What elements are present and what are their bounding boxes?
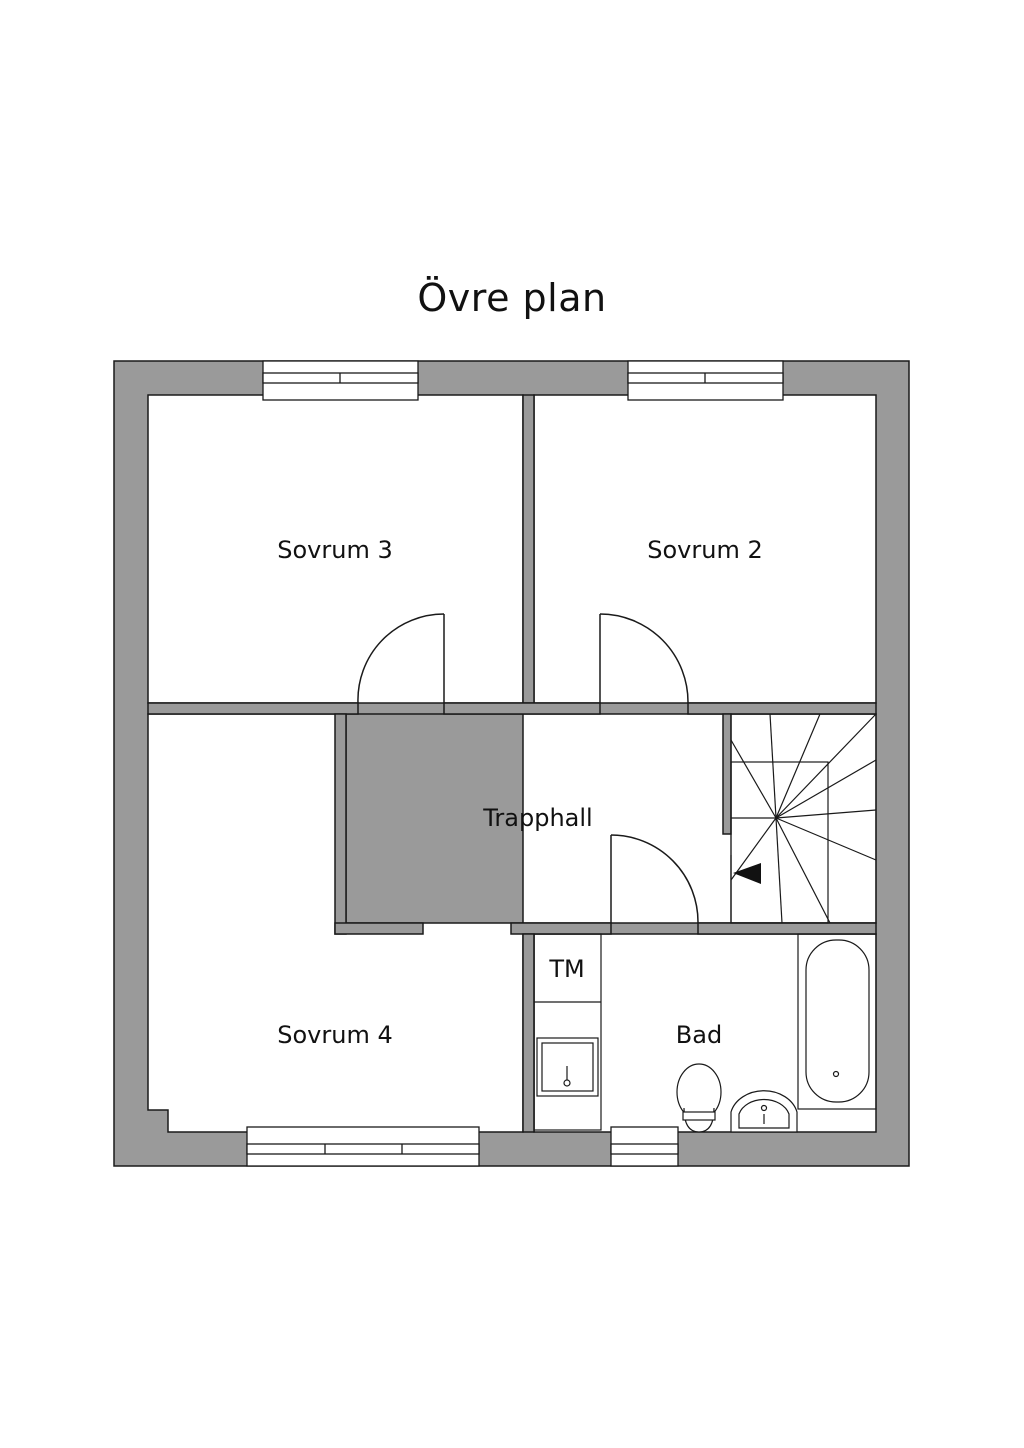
bathtub-icon	[797, 933, 877, 1110]
interior-walls	[147, 394, 877, 1133]
wall-hall-north-mid	[443, 702, 601, 715]
wall-bath-north-left	[510, 922, 612, 935]
washbasin-icon	[730, 1090, 798, 1133]
door-sovrum2	[599, 613, 689, 704]
wall-stair-side	[722, 713, 732, 835]
wall-sovrum3-sovrum2	[522, 394, 535, 704]
plan-title: Övre plan	[417, 276, 607, 320]
label-tm: TM	[548, 955, 584, 983]
wall-sovrum4-hall-bottom	[334, 922, 424, 935]
window-sovrum4	[246, 1126, 480, 1167]
label-sovrum2: Sovrum 2	[647, 536, 762, 564]
wall-sovrum4-hall	[334, 713, 347, 935]
outer-wall	[113, 360, 910, 1167]
stair-direction-arrow	[733, 863, 761, 884]
sink-icon	[536, 1037, 599, 1097]
label-sovrum4: Sovrum 4	[277, 1021, 392, 1049]
bad-fixtures	[676, 933, 877, 1133]
wall-hall-north-left	[147, 702, 359, 715]
door-bad	[610, 834, 699, 924]
label-trapphall: Trapphall	[482, 804, 592, 832]
wall-hall-north-right	[687, 702, 877, 715]
staircase	[730, 713, 877, 924]
doors	[357, 613, 699, 924]
toilet-icon	[676, 1063, 722, 1133]
door-sovrum3	[357, 613, 445, 704]
wall-bath-north-right	[697, 922, 877, 935]
wall-sovrum4-bath	[522, 933, 535, 1133]
label-sovrum3: Sovrum 3	[277, 536, 392, 564]
window-bad	[610, 1126, 679, 1167]
tm-area	[533, 933, 602, 1131]
label-bad: Bad	[676, 1021, 722, 1049]
windows	[246, 360, 784, 1167]
window-sovrum3	[262, 360, 419, 401]
window-sovrum2	[627, 360, 784, 401]
